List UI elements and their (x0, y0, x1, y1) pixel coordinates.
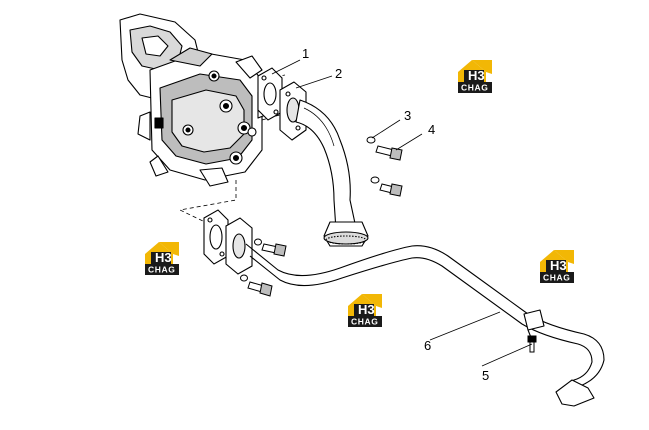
svg-text:CHAG: CHAG (461, 83, 488, 93)
svg-text:H3: H3 (550, 258, 567, 273)
svg-text:CHAG: CHAG (543, 273, 570, 283)
bolts-lower (240, 238, 287, 297)
svg-text:H3: H3 (155, 250, 172, 265)
delivery-flange (225, 217, 253, 275)
watermark-logo-left: H3 CHAG (145, 242, 179, 275)
callout-2: 2 (335, 66, 342, 81)
callout-4: 4 (428, 122, 435, 137)
gasket-lower (203, 209, 229, 265)
leader-lines (271, 59, 533, 367)
gasket-upper (257, 67, 283, 121)
svg-text:CHAG: CHAG (351, 317, 378, 327)
oil-pipe (245, 243, 605, 407)
callout-1: 1 (302, 46, 309, 61)
suction-pipe (279, 81, 369, 247)
oil-pump-assembly (119, 13, 269, 187)
callout-5: 5 (482, 368, 489, 383)
clamp-bolt (527, 335, 537, 353)
watermark-logo-right: H3 CHAG (540, 250, 574, 283)
callout-3: 3 (404, 108, 411, 123)
svg-text:CHAG: CHAG (148, 265, 175, 275)
bolts-upper (366, 136, 403, 197)
svg-text:H3: H3 (358, 302, 375, 317)
watermark-logo-top: H3 CHAG (458, 60, 492, 93)
watermark-logo-center: H3 CHAG (348, 294, 382, 327)
callout-6: 6 (424, 338, 431, 353)
svg-text:H3: H3 (468, 68, 485, 83)
